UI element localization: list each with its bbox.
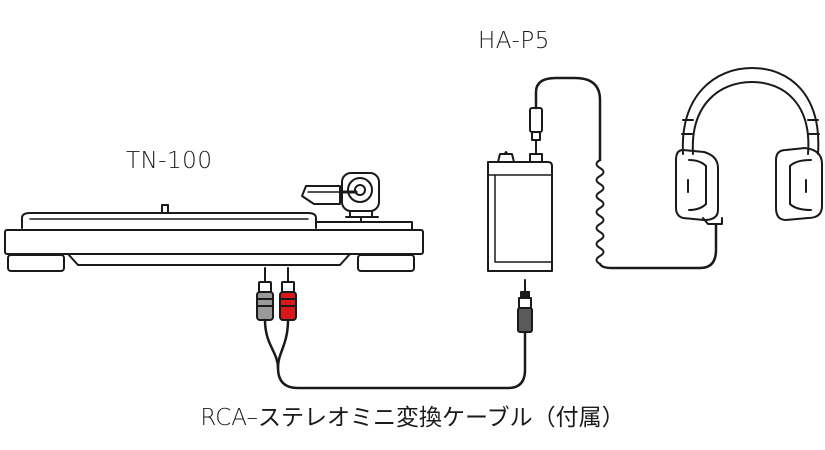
turntable-spindle — [161, 204, 169, 214]
turntable-foot-left — [7, 254, 65, 272]
headphones-illustration — [675, 67, 823, 225]
turntable-label: TN-100 — [126, 148, 213, 174]
headphones-right-earcup — [775, 147, 823, 221]
cable-label: RCA–ステレオミニ変換ケーブル（付属） — [200, 405, 625, 431]
rca-stereo-mini-cable — [263, 318, 527, 390]
stereo-mini-plug-input — [517, 279, 533, 333]
headphones-headband — [681, 67, 820, 155]
turntable-illustration — [4, 172, 424, 272]
turntable-base — [67, 253, 351, 266]
rca-plug-right — [279, 267, 297, 321]
amplifier-label: HA-P5 — [478, 28, 550, 54]
turntable-platter — [21, 212, 317, 229]
tonearm-pivot — [341, 172, 380, 212]
rca-plug-left — [256, 267, 274, 321]
headphone-cable-coil — [595, 159, 605, 265]
rca-plugs — [256, 267, 297, 321]
turntable-chassis — [4, 229, 424, 255]
headphones-left-earcup — [675, 149, 723, 225]
headphone-cable — [534, 76, 602, 162]
stereo-mini-plug-output — [529, 107, 543, 155]
tonearm-headshell — [301, 185, 341, 205]
amplifier-body — [487, 161, 553, 272]
amplifier-illustration — [487, 151, 553, 272]
turntable-foot-right — [357, 254, 415, 272]
